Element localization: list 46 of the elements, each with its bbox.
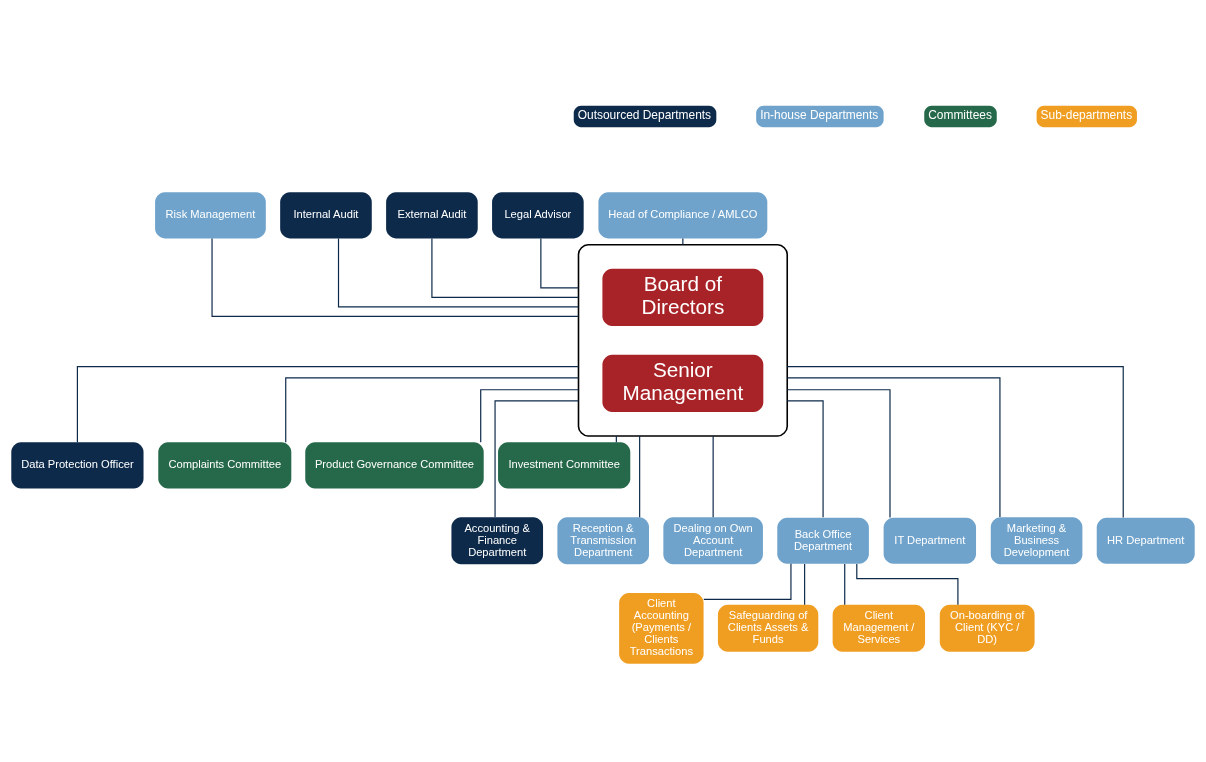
- node-box: External Audit: [386, 192, 478, 239]
- node-box: Client Management / Services: [832, 604, 926, 652]
- connector: [786, 400, 824, 518]
- node-box: HR Department: [1096, 517, 1195, 564]
- connector: [703, 563, 792, 600]
- node-box: Reception & Transmission Department: [557, 517, 649, 565]
- node-box: IT Department: [883, 517, 977, 564]
- connector: [540, 237, 580, 289]
- connector: [786, 389, 891, 519]
- node-box: Back Office Department: [777, 517, 869, 564]
- connector: [211, 237, 580, 318]
- node-box: Head of Compliance / AMLCO: [598, 192, 768, 239]
- node-box: Product Governance Committee: [305, 442, 484, 489]
- connector: [856, 563, 959, 606]
- node-box: Board of Directors: [602, 268, 764, 327]
- connector: [337, 237, 580, 308]
- connector: [712, 435, 714, 518]
- connector: [285, 377, 580, 443]
- node-box: Risk Management: [155, 192, 266, 239]
- node-box: Complaints Committee: [158, 442, 292, 489]
- connector: [786, 377, 1001, 518]
- connector: [431, 238, 580, 298]
- legend-label: Committees: [928, 108, 992, 123]
- node-box: Data Protection Officer: [11, 442, 144, 489]
- legend-label: In-house Departments: [760, 108, 879, 123]
- legend-label: Outsourced Departments: [577, 108, 712, 123]
- node-box: Investment Committee: [498, 442, 631, 489]
- node-box: Senior Management: [602, 354, 764, 413]
- connector: [844, 563, 846, 606]
- node-box: Accounting & Finance Department: [451, 517, 544, 565]
- connector: [76, 366, 580, 443]
- node-box: Marketing & Business Development: [990, 517, 1083, 565]
- node-box: Legal Advisor: [492, 192, 584, 239]
- connector: [786, 366, 1124, 519]
- cluster: [577, 243, 789, 437]
- connector: [494, 400, 580, 518]
- legend-label: Sub-departments: [1040, 108, 1133, 123]
- connector: [480, 389, 580, 443]
- connector: [639, 435, 641, 518]
- node-box: Client Accounting (Payments / Clients Transactions: [619, 592, 704, 664]
- node-box: Dealing on Own Account Department: [663, 517, 763, 565]
- node-box: On-boarding of Client (KYC / DD): [939, 604, 1035, 652]
- node-box: Internal Audit: [280, 192, 372, 239]
- connector: [804, 563, 806, 606]
- connector: [682, 238, 684, 246]
- node-box: Safeguarding of Clients Assets & Funds: [717, 604, 819, 652]
